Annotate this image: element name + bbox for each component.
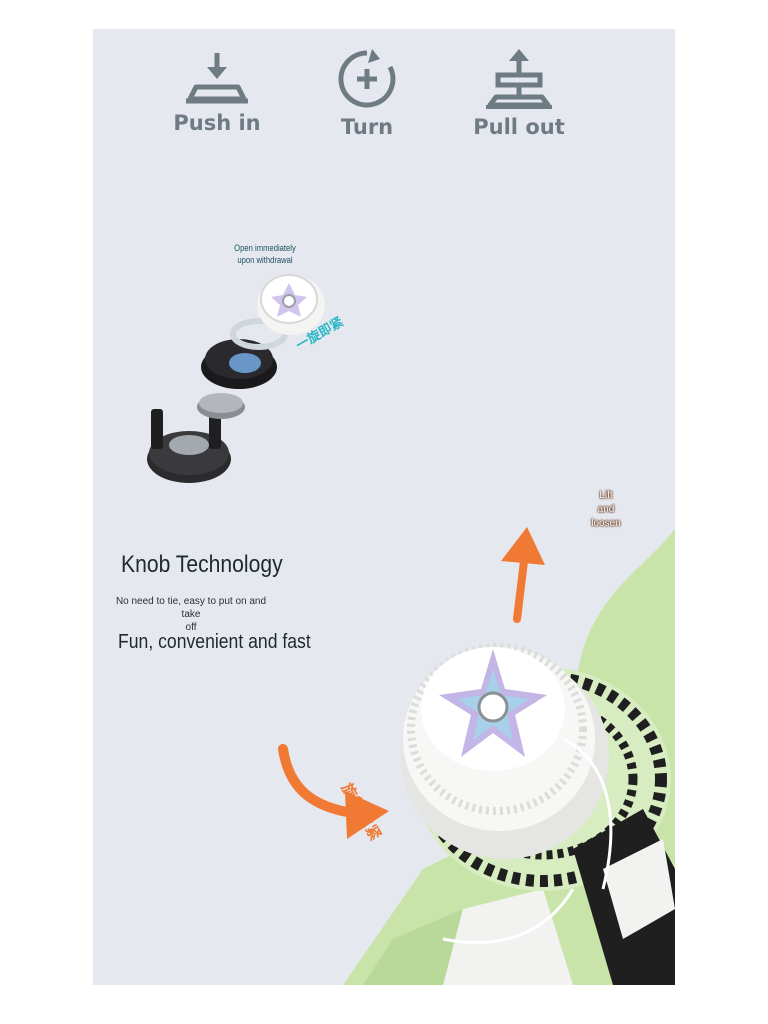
lift-loosen-label: Lift and loosen [591, 490, 621, 529]
step-turn: Turn [297, 49, 437, 139]
feature-description: No need to tie, easy to put on and take … [115, 596, 267, 633]
step-label-push-in: Push in [173, 111, 261, 135]
push-in-icon [186, 53, 248, 104]
exploded-knob-illustration [147, 274, 325, 483]
step-label-pull-out: Pull out [473, 115, 565, 139]
step-label-turn: Turn [340, 115, 394, 139]
feature-tagline: Fun, convenient and fast [118, 631, 311, 653]
step-push-in: Push in [147, 49, 287, 135]
exploded-note: Open immediately upon withdrawal [234, 243, 296, 265]
shoe-knob-closeup [278, 527, 675, 985]
pull-out-icon [486, 49, 552, 109]
turn-icon [338, 49, 396, 108]
step-pull-out: Pull out [449, 49, 589, 139]
product-panel: Push in Turn Pull out Open immediately u… [93, 29, 675, 985]
feature-title: Knob Technology [121, 551, 283, 578]
